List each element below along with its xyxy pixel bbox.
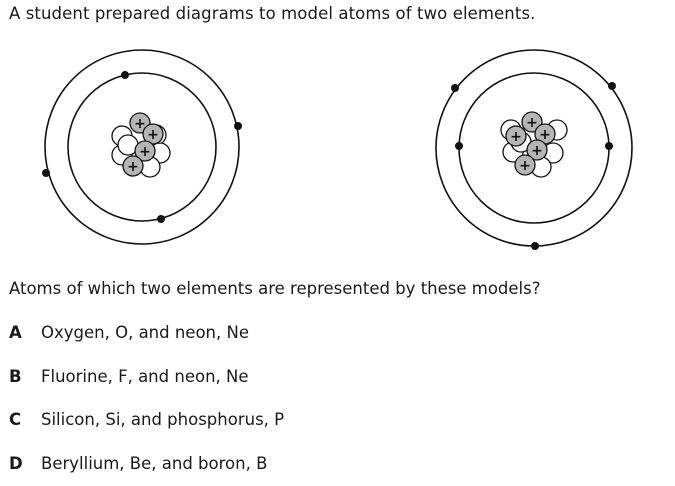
proton: [526, 139, 548, 161]
choice-d[interactable]: D Beryllium, Be, and boron, B: [9, 454, 267, 473]
proton: [134, 140, 156, 162]
electron: [455, 142, 463, 150]
choice-letter: D: [9, 454, 23, 473]
electron: [605, 142, 613, 150]
choice-c[interactable]: C Silicon, Si, and phosphorus, P: [9, 410, 284, 429]
electron: [42, 169, 50, 177]
proton-sign: +: [139, 144, 151, 160]
inner-shell: [67, 72, 217, 222]
question-text: Atoms of which two elements are represen…: [9, 279, 541, 298]
atom-model-left: + + + +: [42, 49, 242, 245]
choice-a[interactable]: A Oxygen, O, and neon, Ne: [9, 323, 249, 342]
outer-shell: [44, 49, 240, 245]
nucleus: + + + + +: [500, 111, 568, 178]
electron: [451, 84, 459, 92]
proton-sign: +: [510, 129, 522, 145]
atom-diagrams: + + + + + + + + +: [42, 49, 633, 250]
proton-sign: +: [519, 158, 531, 174]
proton-sign: +: [134, 116, 146, 132]
choice-letter: C: [9, 410, 22, 429]
electron: [234, 122, 242, 130]
proton: [122, 155, 144, 177]
choice-text: Oxygen, O, and neon, Ne: [41, 323, 249, 342]
proton: [514, 154, 536, 176]
choice-letter: A: [9, 323, 22, 342]
electron: [121, 71, 129, 79]
choice-letter: B: [9, 367, 22, 386]
proton-sign: +: [539, 127, 551, 143]
choice-text: Fluorine, F, and neon, Ne: [41, 367, 249, 386]
electron: [157, 215, 165, 223]
proton-sign: +: [531, 143, 543, 159]
choice-text: Beryllium, Be, and boron, B: [41, 454, 268, 473]
electron: [608, 82, 616, 90]
proton-sign: +: [526, 115, 538, 131]
choice-text: Silicon, Si, and phosphorus, P: [41, 410, 285, 429]
intro-text: A student prepared diagrams to model ato…: [9, 4, 536, 23]
proton: [505, 125, 527, 147]
nucleus: + + + +: [111, 112, 171, 178]
atom-model-right: + + + + +: [435, 49, 633, 250]
proton-sign: +: [127, 159, 139, 175]
proton-sign: +: [147, 127, 159, 143]
electron: [531, 242, 539, 250]
choice-b[interactable]: B Fluorine, F, and neon, Ne: [9, 367, 249, 386]
